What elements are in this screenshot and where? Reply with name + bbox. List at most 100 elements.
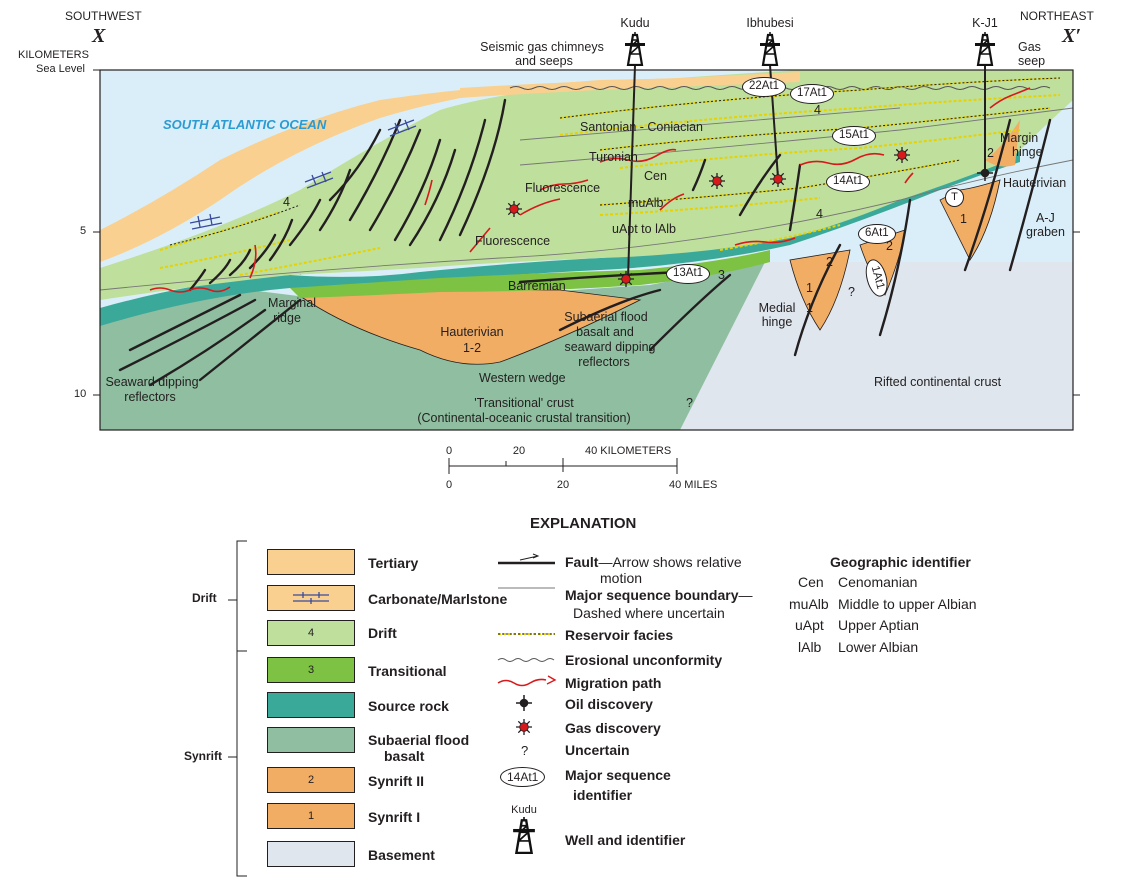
kilometers-label: KILOMETERS	[18, 49, 89, 61]
geo-title: Geographic identifier	[830, 554, 971, 570]
unit-1-label-1: 1	[806, 281, 813, 295]
well-kj1-label: K-J1	[972, 16, 998, 30]
legend-source-rock: Source rock	[368, 698, 449, 714]
depth-tick-10: 10	[74, 388, 87, 400]
unit-1-label-2: 1	[960, 212, 967, 226]
legend-tertiary: Tertiary	[368, 555, 419, 571]
well-kudu-label: Kudu	[620, 16, 650, 30]
legend-reservoir: Reservoir facies	[565, 627, 674, 643]
swatch-basalt	[267, 727, 355, 753]
transitional-crust-label-1: 'Transitional' crust	[474, 396, 574, 410]
seaward-label-1: Seaward dipping	[105, 375, 199, 389]
legend-migration: Migration path	[565, 675, 662, 691]
legend-drift: Drift	[368, 625, 397, 641]
x-right-label: X′	[1062, 25, 1081, 47]
unit-1-label-3: 1	[806, 301, 813, 315]
medial-label: Medial	[758, 301, 796, 315]
scale-km-label: 40 KILOMETERS	[585, 445, 672, 457]
scale-km-0: 0	[445, 445, 453, 457]
turonian-label: Turonian	[589, 150, 638, 164]
ocean-label: SOUTH ATLANTIC OCEAN	[163, 117, 327, 132]
legend-well: Well and identifier	[565, 832, 686, 848]
legend-identifier: identifier	[573, 787, 633, 803]
sequence-6at1: 6At1	[858, 224, 896, 244]
sequence-13at1: 13At1	[666, 264, 711, 284]
fluorescence-label-1: Fluorescence	[525, 181, 601, 195]
t-circle-label: T	[945, 188, 964, 207]
swatch-synrift-2: 2	[267, 767, 355, 793]
legend-erosional: Erosional unconformity	[565, 652, 723, 668]
sequence-14at1: 14At1	[826, 172, 871, 192]
graben-label: graben	[1026, 225, 1065, 239]
carbonate-icon	[293, 592, 329, 604]
hauterivian-num-label: 1-2	[462, 341, 482, 355]
geo-abbr-lalb: lAlb	[798, 639, 822, 655]
well-ibhubesi-label: Ibhubesi	[746, 16, 794, 30]
margin-hinge-label: hinge	[1012, 145, 1043, 159]
legend-basalt-2: basalt	[384, 748, 425, 764]
transitional-crust-label-2: (Continental-oceanic crustal transition)	[417, 411, 631, 425]
swatch-source-rock	[267, 692, 355, 718]
drift-bracket-label: Drift	[192, 591, 217, 605]
swatch-tertiary	[267, 549, 355, 575]
legend-sequence-boundary: Major sequence boundary—	[565, 587, 753, 603]
subaerial-label-1: Subaerial flood	[564, 310, 648, 324]
legend-fault-2: motion	[600, 570, 643, 586]
uapt-label: uApt to lAlb	[612, 222, 676, 236]
marginal-label: Marginal	[268, 296, 316, 310]
unit-2-label-3: 2	[987, 146, 994, 160]
legend-well-name: Kudu	[511, 804, 537, 816]
swatch-carbonate	[267, 585, 355, 611]
uncertain-mark-2: ?	[686, 396, 693, 410]
santonian-label: Santonian - Coniacian	[580, 120, 703, 134]
legend-sequence-boundary-2: Dashed where uncertain	[573, 605, 725, 621]
subaerial-label-2: basalt and	[576, 325, 634, 339]
seaward-label-2: reflectors	[124, 390, 176, 404]
rifted-crust-label: Rifted continental crust	[874, 375, 1002, 389]
explanation-title: EXPLANATION	[530, 515, 637, 532]
hauterivian-label: Hauterivian	[440, 325, 504, 339]
legend-uncertain-mark: ?	[521, 743, 529, 758]
sequence-17at1: 17At1	[790, 84, 835, 104]
sequence-22at1: 22At1	[742, 77, 787, 97]
legend-transitional: Transitional	[368, 663, 447, 679]
geo-full-mualb: Middle to upper Albian	[838, 596, 977, 612]
geo-abbr-uapt: uApt	[795, 617, 824, 633]
northeast-label: NORTHEAST	[1020, 9, 1094, 23]
southwest-label: SOUTHWEST	[65, 9, 142, 23]
geo-full-cen: Cenomanian	[838, 574, 918, 590]
legend-major-sequence: Major sequence	[565, 767, 671, 783]
depth-tick-5: 5	[80, 225, 87, 237]
swatch-basement	[267, 841, 355, 867]
geo-abbr-cen: Cen	[798, 574, 824, 590]
subaerial-label-3: seaward dipping	[564, 340, 656, 354]
unit-2-label-1: 2	[826, 255, 833, 269]
geo-full-uapt: Upper Aptian	[838, 617, 919, 633]
mualb-label: muAlb	[628, 196, 664, 210]
cen-label: Cen	[644, 169, 667, 183]
medial-hinge-label: hinge	[761, 315, 793, 329]
swatch-transitional: 3	[267, 657, 355, 683]
unit-3-label: 3	[718, 268, 725, 282]
sea-level-label: Sea Level	[36, 63, 85, 75]
unit-4-label-3: 4	[816, 207, 823, 221]
seismic-gas-label: Seismic gas chimneys	[480, 40, 604, 54]
x-left-label: X	[92, 25, 106, 47]
swatch-drift: 4	[267, 620, 355, 646]
legend-carbonate: Carbonate/Marlstone	[368, 591, 508, 607]
ridge-label: ridge	[273, 311, 301, 325]
subaerial-label-4: reflectors	[578, 355, 630, 369]
scale-mi-0: 0	[445, 479, 453, 491]
swatch-synrift-1: 1	[267, 803, 355, 829]
geo-full-lalb: Lower Albian	[838, 639, 919, 655]
unit-2-label-2: 2	[886, 239, 893, 253]
scale-mi-20: 20	[556, 479, 570, 491]
synrift-bracket-label: Synrift	[184, 749, 223, 763]
unit-4-label-2: 4	[283, 195, 290, 209]
barremian-label: Barremian	[508, 279, 566, 293]
seep-label: seep	[1018, 54, 1046, 68]
western-wedge-label: Western wedge	[479, 371, 566, 385]
legend-basalt: Subaerial flood	[368, 732, 470, 748]
fluorescence-label-2: Fluorescence	[475, 234, 551, 248]
